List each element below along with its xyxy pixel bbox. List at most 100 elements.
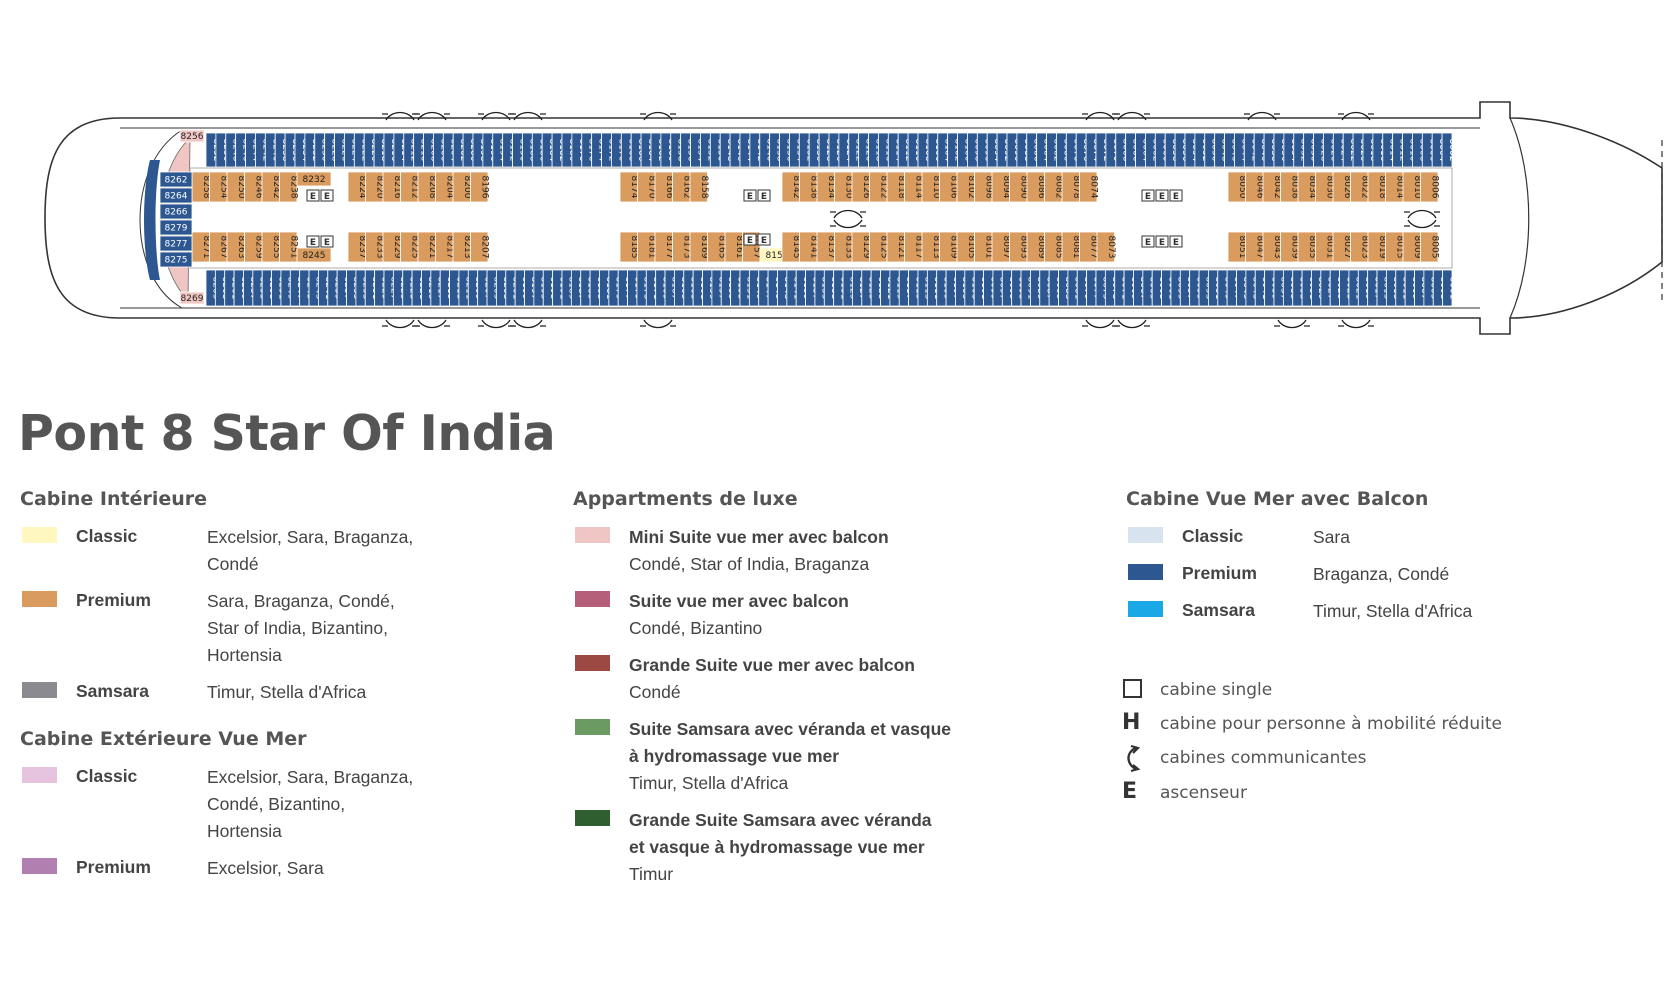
cabin-number-8145: 8145 <box>791 236 801 259</box>
cabin-number-8074: 8074 <box>1088 176 1098 199</box>
stern-curve <box>139 129 183 309</box>
cabin-number-8174: 8174 <box>629 176 639 199</box>
symbol-label: cabines communicantes <box>1160 748 1367 768</box>
cabin-number-8047: 8047 <box>1254 236 1264 259</box>
cabin-number-8251: 8251 <box>288 236 298 259</box>
cabin-number-8129: 8129 <box>861 236 871 259</box>
cabin-number-8125: 8125 <box>878 236 888 259</box>
cabin-number-8005: 8005 <box>1429 236 1439 259</box>
cabin-number-8165: 8165 <box>716 236 726 259</box>
cabin-number-8122: 8122 <box>878 176 888 199</box>
elevator-icon: E <box>1122 779 1138 804</box>
swatch-premium-ext <box>22 858 57 874</box>
cabin-number-8255: 8255 <box>271 236 281 259</box>
section-title-exterieure: Cabine Extérieure Vue Mer <box>20 728 307 750</box>
legend-item-balcon-premium: Premium Braganza, Condé <box>1126 561 1606 588</box>
single-cabin-icon <box>1122 676 1144 704</box>
legend-name: Samsara <box>76 681 149 701</box>
cabin-number-8200: 8200 <box>462 176 472 199</box>
cabin-number-8246: 8246 <box>253 176 263 199</box>
legend-column-luxe: Appartments de luxe Mini Suite vue mer a… <box>573 488 1053 898</box>
page-title: Pont 8 Star Of India <box>18 405 556 462</box>
elevator-icon <box>1141 235 1155 248</box>
accessible-cabin-icon: H <box>1122 710 1141 735</box>
legend-item-exterieure-premium: Premium Excelsior, Sara <box>20 855 540 882</box>
cabin-number-8043: 8043 <box>1272 236 1282 259</box>
elevator-label: E <box>1159 192 1165 202</box>
elevator-label: E <box>747 192 753 202</box>
cabin-8251 <box>279 231 298 263</box>
cabin-8279 <box>159 219 193 236</box>
legend-item-exterieure-classic: Classic Excelsior, Sara, Braganza, Condé… <box>20 764 540 845</box>
cabin-number-8196: 8196 <box>479 176 489 199</box>
swatch-samsara-balcon <box>1128 601 1163 617</box>
legend-desc: Sara, Braganza, Condé, Star of India, Bi… <box>207 591 395 665</box>
cabin-8207 <box>470 231 489 263</box>
legend-name: Premium <box>1182 563 1257 583</box>
cabin-8158 <box>689 171 708 203</box>
elevator-icon <box>306 235 320 248</box>
legend-name: Suite Samsara avec véranda et vasque à h… <box>629 719 951 766</box>
legend-name: Suite vue mer avec balcon <box>629 591 849 611</box>
cabin-number-8254: 8254 <box>218 176 228 199</box>
cabin-8002 <box>1441 132 1453 168</box>
swatch-samsara-suite <box>575 719 610 735</box>
cabin-number-8105: 8105 <box>966 236 976 259</box>
connecting-arrow <box>833 219 863 229</box>
cabin-number-8232: 8232 <box>303 175 326 185</box>
connecting-cabins-icon <box>1122 744 1144 773</box>
cabin-8264 <box>159 187 193 204</box>
elevator-icon <box>320 189 334 202</box>
elevator-icon <box>743 189 757 202</box>
cabin-number-8208: 8208 <box>427 176 437 199</box>
cabin-number-8166: 8166 <box>664 176 674 199</box>
legend-desc: Timur <box>629 864 674 884</box>
cabin-number-8114: 8114 <box>913 176 923 199</box>
cabins-layer: 8252825082488246824482428240823882368234… <box>159 129 1457 307</box>
elevator-label: E <box>1173 192 1179 202</box>
connecting-arrow <box>513 319 543 329</box>
connecting-arrow <box>385 319 415 329</box>
legend-name: Classic <box>1182 526 1244 546</box>
connecting-arrow <box>1085 111 1115 121</box>
cabin-8269 <box>179 291 205 305</box>
cabin-number-8279: 8279 <box>165 224 188 234</box>
cabin-number-8015: 8015 <box>1394 236 1404 259</box>
cabin-number-8086: 8086 <box>1036 176 1046 199</box>
elevator-label: E <box>324 192 330 202</box>
cabin-number-8259: 8259 <box>253 236 263 259</box>
connecting-arrow <box>417 111 447 121</box>
cabin-8262 <box>159 171 193 188</box>
legend-item-interieure-classic: Classic Excelsior, Sara, Braganza, Condé <box>20 524 540 578</box>
legend-desc: Sara <box>1313 527 1350 547</box>
cabin-number-8157: 8157 <box>751 236 761 259</box>
cabin-number-8014: 8014 <box>1394 176 1404 199</box>
cabin-number-8256: 8256 <box>181 132 204 142</box>
symbol-label: ascenseur <box>1160 783 1247 803</box>
swatch-grande-samsara <box>575 810 610 826</box>
legend-desc: Condé <box>629 682 681 702</box>
cabin-number-8221: 8221 <box>427 236 437 259</box>
cabin-8006 <box>1420 171 1439 203</box>
legend-item-samsara-suite: Suite Samsara avec véranda et vasque à h… <box>573 716 1053 797</box>
legend-item-grande-suite: Grande Suite vue mer avec balcon Condé <box>573 652 1053 706</box>
legend-name: Samsara <box>1182 600 1255 620</box>
stern-balcony-strip <box>144 160 160 280</box>
symbol-label: cabine single <box>1160 680 1273 700</box>
swatch-classic-inside <box>22 527 57 543</box>
cabin-number-8098: 8098 <box>983 176 993 199</box>
legend-desc: Condé, Bizantino <box>629 618 763 638</box>
cabin-number-8277: 8277 <box>165 240 188 250</box>
connecting-arrow <box>481 111 511 121</box>
cabin-number-8094: 8094 <box>1001 176 1011 199</box>
elevator-label: E <box>1145 192 1151 202</box>
cabin-8275 <box>159 251 193 268</box>
legend-name: Mini Suite vue mer avec balcon <box>629 527 889 547</box>
cabin-number-8026: 8026 <box>1342 176 1352 199</box>
cabin-number-8181: 8181 <box>646 236 656 259</box>
cabin-number-8035: 8035 <box>1307 236 1317 259</box>
legend-name: Premium <box>76 590 151 610</box>
elevator-label: E <box>1173 238 1179 248</box>
swatch-grande-suite <box>575 655 610 671</box>
swatch-classic-ext <box>22 767 57 783</box>
